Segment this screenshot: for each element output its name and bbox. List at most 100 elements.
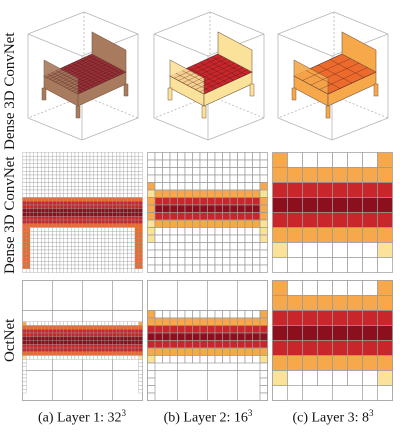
grid-cell xyxy=(134,253,139,258)
grid-cell xyxy=(37,264,42,269)
grid-cell xyxy=(22,163,27,168)
octree-cell xyxy=(116,340,121,345)
grid-cell xyxy=(101,204,106,209)
grid-cell xyxy=(52,261,57,266)
grid-cell xyxy=(78,257,83,262)
grid-cell xyxy=(134,167,139,172)
grid-cell xyxy=(252,227,261,236)
grid-cell xyxy=(93,227,98,232)
grid-cell xyxy=(127,174,132,179)
grid-cell xyxy=(108,242,113,247)
grid-cell xyxy=(116,182,121,187)
grid-cell xyxy=(347,227,363,243)
caption-layer3-exponent: 3 xyxy=(369,408,374,418)
octree-cell xyxy=(41,321,46,326)
grid-cell xyxy=(207,257,216,266)
grid-cell xyxy=(48,201,53,206)
octree-cell xyxy=(48,325,53,330)
octree-cell xyxy=(78,355,83,360)
grid-cell xyxy=(29,257,34,262)
grid-cell xyxy=(123,242,128,247)
grid-cell xyxy=(116,227,121,232)
octree-cell xyxy=(29,325,34,330)
grid-cell xyxy=(48,204,53,209)
octree-cell xyxy=(184,310,193,319)
grid-cell xyxy=(22,186,27,191)
grid-cell xyxy=(101,159,106,164)
grid-cell xyxy=(237,219,246,228)
octree-cell xyxy=(112,336,117,341)
grid-cell xyxy=(272,212,288,228)
octree-cell xyxy=(362,295,378,311)
grid-cell xyxy=(127,156,132,161)
grid-cell xyxy=(101,212,106,217)
octree-cell xyxy=(41,332,46,337)
grid-cell xyxy=(134,242,139,247)
cube-edge xyxy=(83,11,139,35)
octree-cell xyxy=(86,321,91,326)
grid-cell xyxy=(134,152,139,157)
grid-cell xyxy=(59,174,64,179)
grid-cell xyxy=(74,159,79,164)
grid-cell xyxy=(362,227,378,243)
octree-cell xyxy=(237,347,246,356)
octree-cell xyxy=(59,347,64,352)
grid-cell xyxy=(29,246,34,251)
grid-cell xyxy=(229,197,238,206)
grid-cell xyxy=(97,189,102,194)
grid-cell xyxy=(138,156,143,161)
grid-cell xyxy=(71,223,76,228)
grid-cell xyxy=(41,163,46,168)
grid-cell xyxy=(207,242,216,251)
octree-cell xyxy=(259,385,268,394)
octree-cell xyxy=(86,344,91,349)
grid-cell xyxy=(26,223,31,228)
grid-cell xyxy=(44,201,49,206)
grid-cell xyxy=(104,268,109,273)
octree-cell xyxy=(29,336,34,341)
grid-cell xyxy=(67,167,72,172)
grid-cell xyxy=(22,261,27,266)
grid-cell xyxy=(67,182,72,187)
grid-cell xyxy=(93,159,98,164)
grid-cell xyxy=(177,219,186,228)
octree-cell xyxy=(63,347,68,352)
grid-cell xyxy=(26,174,31,179)
octree-cell xyxy=(123,355,128,360)
grid-cell xyxy=(134,261,139,266)
grid-cell xyxy=(108,208,113,213)
grid-cell xyxy=(154,197,163,206)
octree-cell xyxy=(127,321,132,326)
grid-cell xyxy=(112,156,117,161)
grid-cell xyxy=(222,182,231,191)
octree-cell xyxy=(86,336,91,341)
grid-cell xyxy=(67,246,72,251)
grid-cell xyxy=(48,246,53,251)
bed-leg xyxy=(41,87,47,101)
grid-cell xyxy=(71,171,76,176)
octree-cell xyxy=(138,332,143,337)
octree-cell xyxy=(97,344,102,349)
grid-cell xyxy=(97,257,102,262)
octree-cell xyxy=(222,332,231,341)
grid-cell xyxy=(154,167,163,176)
octree-cell xyxy=(104,336,109,341)
octree-cell xyxy=(162,355,171,364)
grid-cell xyxy=(63,178,68,183)
grid-cell xyxy=(97,156,102,161)
octree-cell xyxy=(138,340,143,345)
grid-cell xyxy=(127,216,132,221)
grid-cell xyxy=(78,152,83,157)
grid-cell xyxy=(108,249,113,254)
grid-cell xyxy=(59,152,64,157)
grid-cell xyxy=(63,204,68,209)
grid-cell xyxy=(37,201,42,206)
grid-cell xyxy=(169,257,178,266)
octree-cell xyxy=(97,336,102,341)
grid-cell xyxy=(229,227,238,236)
grid-cell xyxy=(134,174,139,179)
grid-cell xyxy=(207,227,216,236)
grid-cell xyxy=(116,234,121,239)
grid-cell xyxy=(89,212,94,217)
grid-cell xyxy=(184,182,193,191)
